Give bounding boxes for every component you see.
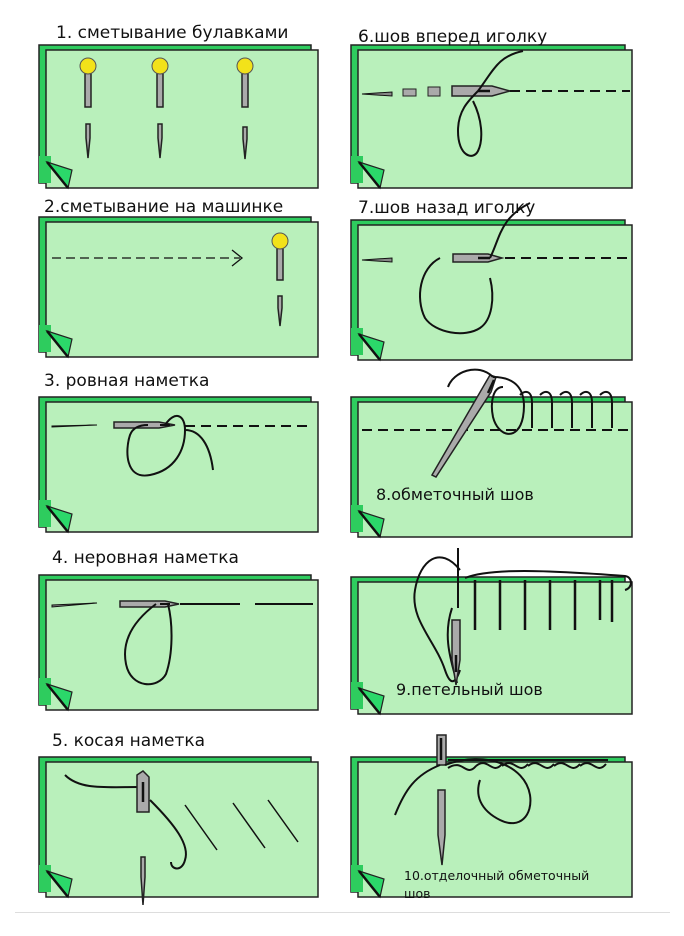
backstitch-drawing [361, 202, 630, 335]
pin [79, 57, 97, 159]
fabric-corner [351, 682, 363, 709]
fabric-front-layer [357, 49, 633, 189]
fold-edge [358, 687, 381, 715]
stitch-title-7: 7.шов назад иголку [358, 198, 535, 218]
fold-edge [358, 870, 381, 898]
fabric-sheet [350, 576, 633, 716]
fold-edge [46, 330, 69, 358]
uneven-basting-drawing [51, 600, 313, 686]
diagonal-basting-drawing [64, 770, 299, 906]
fold-edge [358, 510, 381, 538]
fold-edge [46, 505, 69, 533]
buttonhole-stitch-drawing [413, 548, 632, 686]
fabric-sheet [38, 396, 319, 534]
pin [151, 57, 169, 159]
machine-basting-drawing [52, 232, 289, 327]
fabric-sheet [350, 396, 633, 539]
stitch-title-8: 8.обметочный шов [376, 485, 534, 504]
fabric-corner [351, 505, 363, 532]
stitch-title-3: 3. ровная наметка [44, 371, 209, 391]
fabric-corner [351, 865, 363, 892]
fabric-corner [39, 156, 51, 183]
stitch-title-10-line2: шов [404, 886, 430, 901]
stitch-title-6: 6.шов вперед иголку [358, 27, 547, 47]
stitch-title-2: 2.сметывание на машинке [44, 197, 283, 217]
fabric-sheet [38, 574, 319, 712]
stitch-title-10: 10.отделочный обметочный [404, 868, 589, 883]
fabric-front-layer [45, 579, 319, 711]
fabric-sheet [38, 756, 319, 899]
overcast-stitch-drawing [362, 368, 632, 478]
fabric-corner [39, 500, 51, 527]
fabric-front-layer [45, 401, 319, 533]
stitch-title-1: 1. сметывание булавками [56, 23, 288, 43]
stitch-title-9: 9.петельный шов [396, 680, 543, 699]
pin [236, 57, 254, 160]
fold-edge [46, 683, 69, 711]
running-stitch-drawing [361, 50, 630, 157]
even-basting-drawing [51, 415, 313, 477]
pins-basting-drawing [79, 57, 254, 160]
stitch-title-4: 4. неровная наметка [52, 548, 239, 568]
fabric-sheet [350, 756, 633, 899]
decorative-overcast-drawing [394, 734, 608, 866]
fold-edge [46, 870, 69, 898]
fabric-sheet [350, 44, 633, 190]
fabric-front-layer [357, 581, 633, 715]
divider [15, 912, 670, 913]
fold-edge [358, 333, 381, 361]
fabric-corner [351, 328, 363, 355]
fold-edge [358, 161, 381, 189]
fold-edge [46, 161, 69, 189]
fabric-corner [39, 325, 51, 352]
fabric-corner [39, 678, 51, 705]
fabric-front-layer [45, 761, 319, 898]
fabric-front-layer [357, 761, 633, 898]
fabric-corner [39, 865, 51, 892]
fabric-corner [351, 156, 363, 183]
fabric-sheet [350, 219, 633, 362]
stitch-title-5: 5. косая наметка [52, 731, 205, 751]
